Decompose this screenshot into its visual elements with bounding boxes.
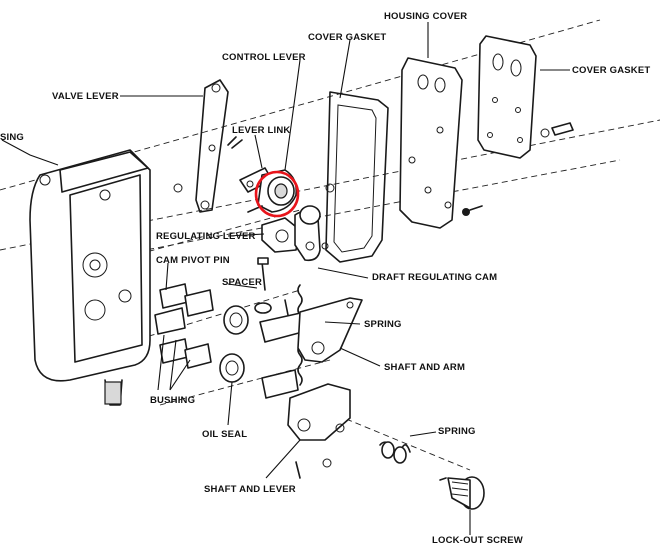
draft-regulating-cam-part xyxy=(294,183,335,262)
highlight-circle xyxy=(254,170,300,218)
label-draft-regulating-cam: DRAFT REGULATING CAM xyxy=(372,272,497,283)
lock-out-screw-part xyxy=(439,476,485,510)
oil-seal-part xyxy=(219,305,249,383)
label-cover-gasket-top: COVER GASKET xyxy=(308,32,386,43)
spacer-part xyxy=(254,257,290,321)
cover-gasket-right-part xyxy=(477,35,574,159)
leader-lines xyxy=(1,22,570,535)
label-shaft-and-arm: SHAFT AND ARM xyxy=(384,362,465,373)
label-spring-lower: SPRING xyxy=(438,426,476,437)
label-shaft-and-lever: SHAFT AND LEVER xyxy=(204,484,296,495)
label-housing: SING xyxy=(0,132,24,143)
bushings-part xyxy=(154,283,214,369)
label-housing-cover: HOUSING COVER xyxy=(384,11,467,22)
control-lever-part xyxy=(247,169,298,213)
labels: SING VALVE LEVER CONTROL LEVER COVER GAS… xyxy=(0,11,650,543)
valve-lever-part xyxy=(173,79,229,213)
housing-cover-part xyxy=(399,57,483,229)
label-lever-link: LEVER LINK xyxy=(232,125,290,136)
label-spring-upper: SPRING xyxy=(364,319,402,330)
shaft-and-lever-part xyxy=(261,369,351,479)
label-spacer: SPACER xyxy=(222,277,262,288)
label-cover-gasket-right: COVER GASKET xyxy=(572,65,650,76)
label-regulating-lever: REGULATING LEVER xyxy=(156,231,256,242)
label-lock-out-screw: LOCK-OUT SCREW xyxy=(432,535,523,543)
label-bushing: BUSHING xyxy=(150,395,195,406)
housing-part xyxy=(29,149,151,406)
label-oil-seal: OIL SEAL xyxy=(202,429,247,440)
shaft-and-arm-part xyxy=(259,297,363,363)
spring-lower-part xyxy=(379,441,411,464)
label-control-lever: CONTROL LEVER xyxy=(222,52,306,63)
label-cam-pivot-pin: CAM PIVOT PIN xyxy=(156,255,230,266)
regulating-lever-part xyxy=(261,217,301,253)
cover-gasket-center-part xyxy=(325,91,389,263)
label-valve-lever: VALVE LEVER xyxy=(52,91,119,102)
